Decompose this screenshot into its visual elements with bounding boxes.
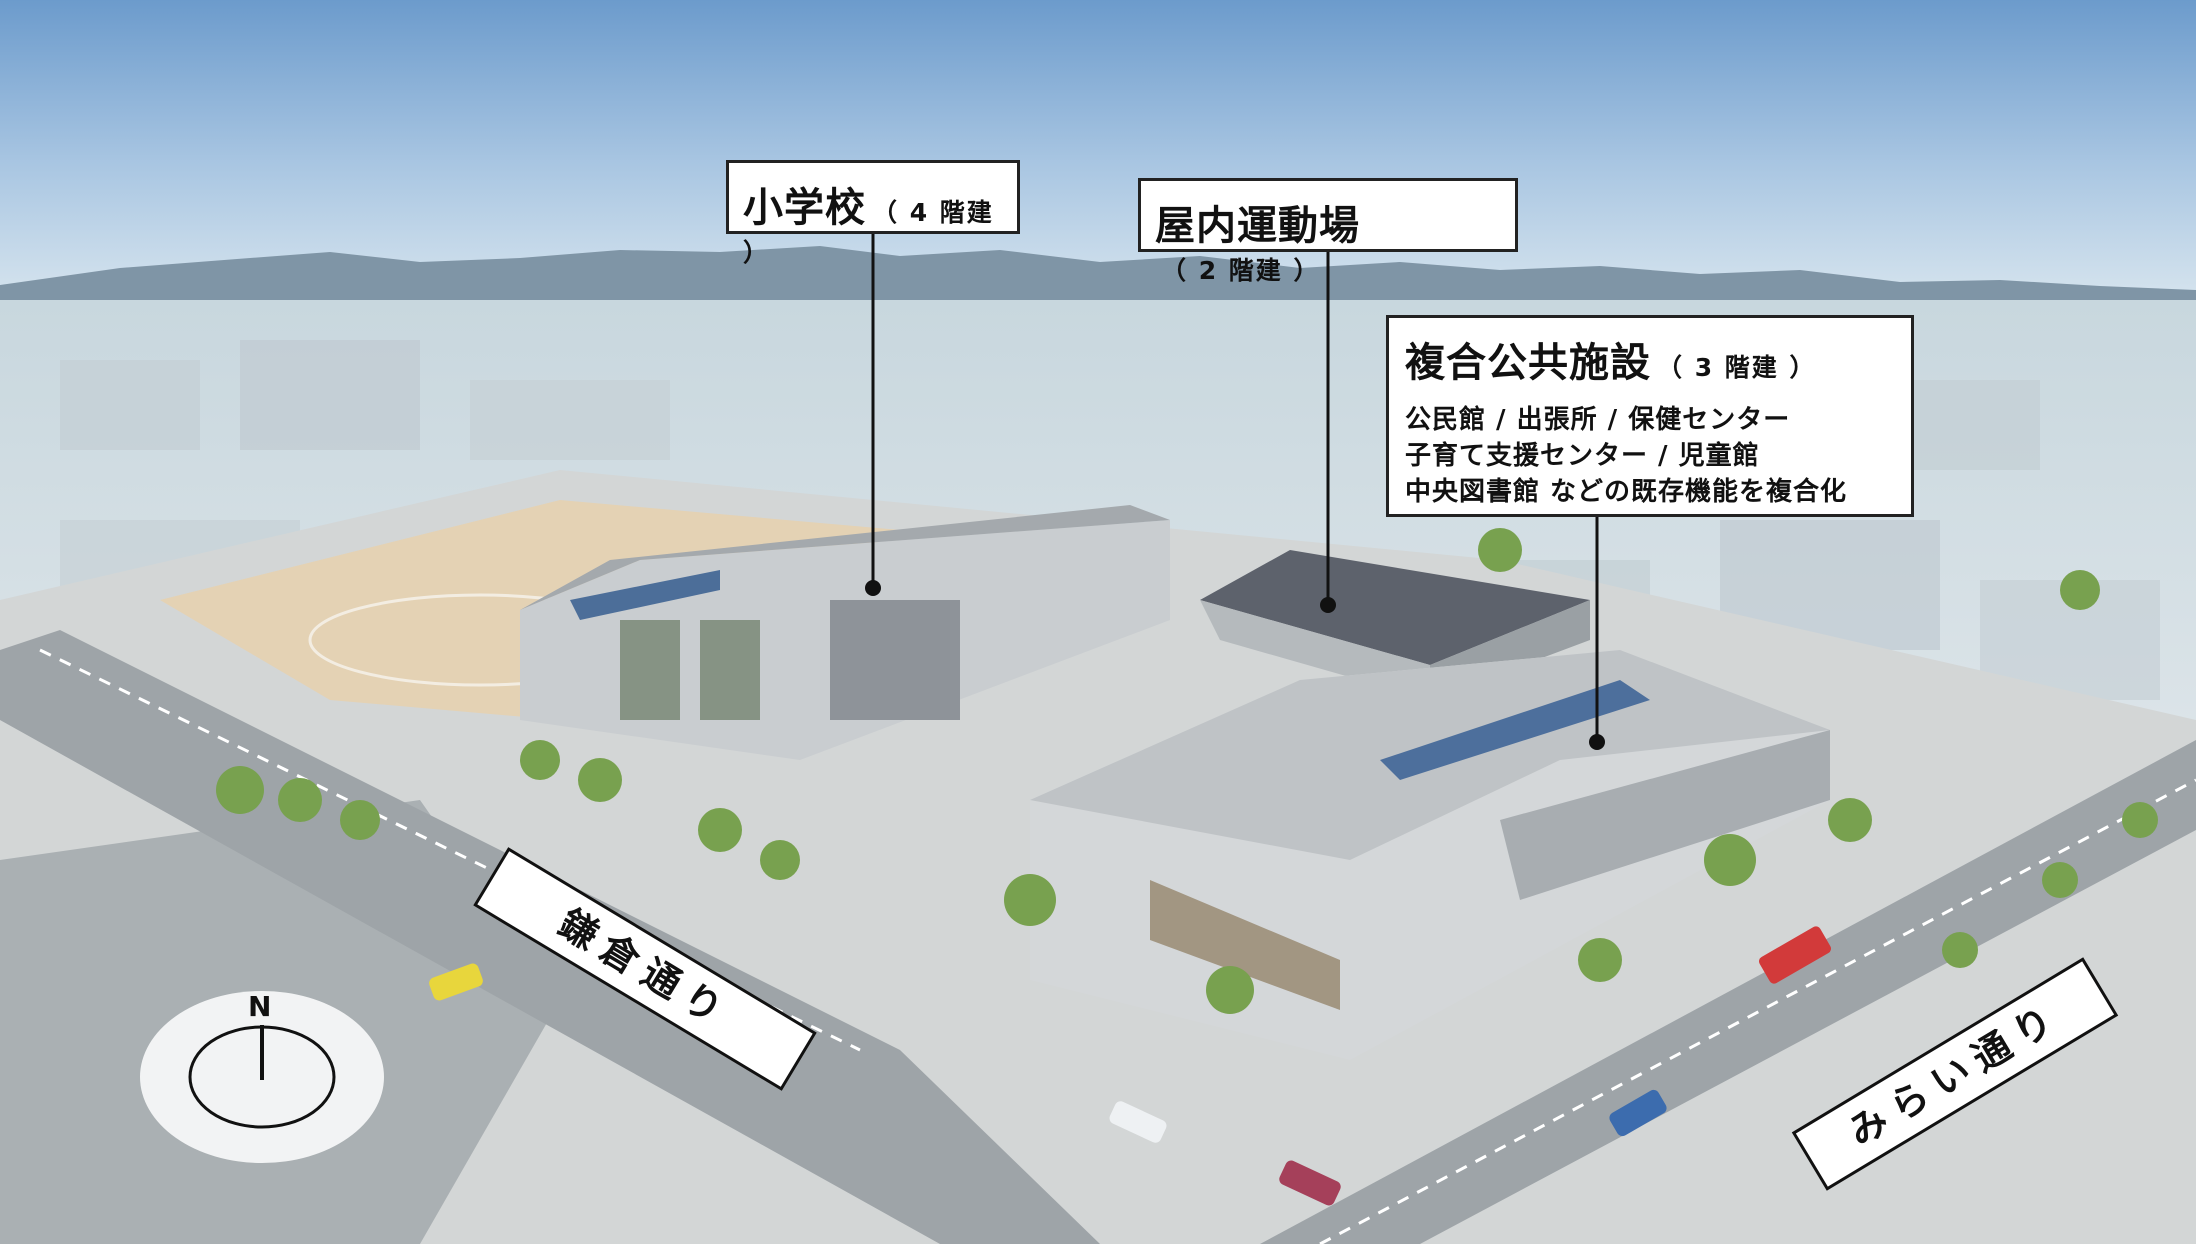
civic-facility-label: 複合公共施設（ 3 階建 ） 公民館 / 出張所 / 保健センター 子育て支援セ… (1386, 315, 1914, 517)
sky (0, 0, 2196, 300)
school-label: 小学校（ 4 階建 ） (726, 160, 1020, 267)
gym-title: 屋内運動場 (1155, 203, 1360, 249)
trees (216, 528, 2158, 1014)
civic-line: 中央図書館 などの既存機能を複合化 (1405, 477, 1848, 507)
compass-north-label: N (248, 990, 272, 1023)
gym-floors: （ 2 階建 ） (1161, 256, 1321, 285)
civic-title: 複合公共施設 (1405, 340, 1651, 386)
civic-line: 子育て支援センター / 児童館 (1405, 441, 1760, 471)
civic-line: 公民館 / 出張所 / 保健センター (1405, 405, 1791, 435)
civic-floors: （ 3 階建 ） (1657, 353, 1817, 382)
school-building (520, 505, 1170, 760)
school-floors: （ 4 階建 ） (743, 198, 994, 267)
civic-description: 公民館 / 出張所 / 保健センター 子育て支援センター / 児童館 中央図書館… (1405, 402, 1911, 510)
cars (429, 926, 1831, 1206)
gym-label: 屋内運動場 （ 2 階建 ） (1138, 178, 1518, 285)
civic-building (1030, 650, 1830, 1060)
compass (140, 991, 384, 1163)
leader-lines (865, 234, 1605, 750)
school-title: 小学校 (743, 185, 866, 231)
